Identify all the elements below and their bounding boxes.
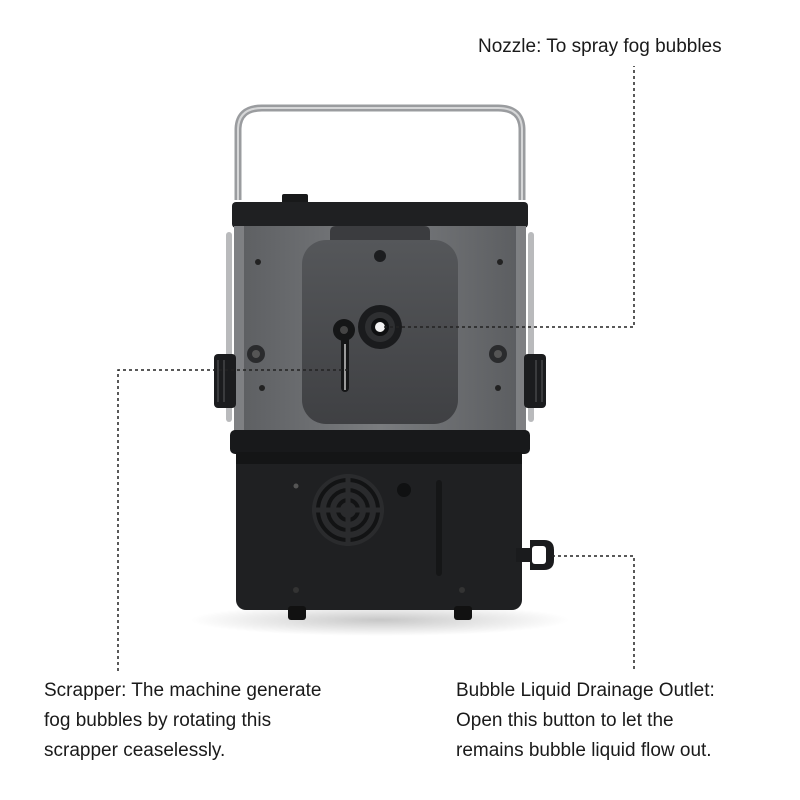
lower-housing xyxy=(236,452,522,610)
top-cap xyxy=(232,202,528,228)
fan-grille xyxy=(312,474,384,546)
foot-left xyxy=(288,606,306,620)
drainage-outlet xyxy=(516,540,554,570)
scrapper-label: Scrapper: The machine generate fog bubbl… xyxy=(44,680,322,761)
fog-bubble-machine xyxy=(190,104,570,636)
nozzle xyxy=(358,305,402,349)
scrapper xyxy=(333,319,355,392)
scrapper-leader-line xyxy=(117,369,348,672)
nozzle-label: Nozzle: To spray fog bubbles xyxy=(478,36,722,57)
drainage-outlet-label: Bubble Liquid Drainage Outlet: Open this… xyxy=(456,680,715,761)
drainage-leader-line xyxy=(552,555,635,672)
carry-handle xyxy=(234,104,526,200)
side-slot xyxy=(436,480,442,576)
floor-shadow xyxy=(190,604,570,636)
power-switch xyxy=(282,194,308,204)
tank-base xyxy=(230,430,530,454)
foot-right xyxy=(454,606,472,620)
